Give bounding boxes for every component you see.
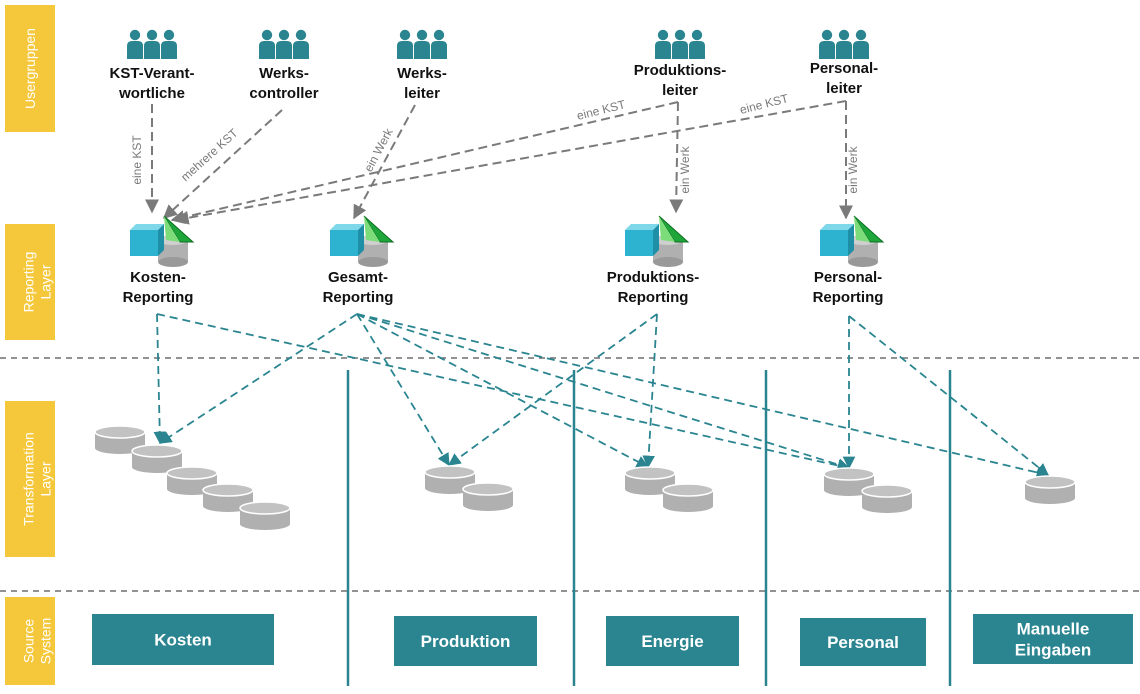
access-edge-pers-kosten xyxy=(174,100,847,225)
band-label-transformation: TransformationLayer xyxy=(21,432,54,526)
source-label-manuell-line: Eingaben xyxy=(1015,641,1092,660)
access-edge-label: mehrere KST xyxy=(178,126,241,185)
source-box-manuell xyxy=(973,614,1133,664)
access-edge-label: eine KST xyxy=(130,135,144,185)
data-edge-gesamt-kosten xyxy=(158,313,358,444)
data-edge-gesamt-personal xyxy=(356,313,851,471)
access-edge-wl-gesamt xyxy=(353,104,416,220)
data-edge-kosten-personal xyxy=(156,313,851,472)
user-group-wl-line: Werks- xyxy=(397,65,447,82)
database-cylinder-icon xyxy=(166,466,218,495)
user-group-wl-line: leiter xyxy=(404,85,440,102)
user-group-pl: Produktions-leiter xyxy=(634,62,727,99)
source-label-produktion: Produktion xyxy=(421,632,511,651)
source-label-personal: Personal xyxy=(827,633,899,652)
report-personal: Personal- Reporting xyxy=(813,269,884,306)
user-group-icon xyxy=(819,29,869,59)
user-group-icon xyxy=(127,29,177,59)
user-group-kst: KST-Verant-wortliche xyxy=(109,65,194,102)
report-personal-line: Reporting xyxy=(813,289,884,306)
report-cube-pyramid-icon xyxy=(625,215,690,267)
database-cylinder-icon xyxy=(624,466,676,495)
band-label-source-line: Source xyxy=(21,619,37,664)
band-label-reporting-line: Reporting xyxy=(21,252,37,313)
user-group-pl-line: Produktions- xyxy=(634,62,727,79)
database-cylinder-icon xyxy=(424,465,476,494)
access-edge-label: ein Werk xyxy=(678,145,692,193)
database-cylinder-icon xyxy=(462,482,514,511)
report-produktion-line: Reporting xyxy=(618,289,689,306)
source-box-personal xyxy=(800,618,926,666)
user-group-kst-line: wortliche xyxy=(118,85,185,102)
access-edge-pl-produktion xyxy=(669,101,684,214)
band-user xyxy=(5,5,55,132)
band-label-reporting: ReportingLayer xyxy=(21,252,54,313)
user-group-pers-line: Personal- xyxy=(810,60,878,77)
database-cylinder-icon xyxy=(239,501,291,530)
source-box-kosten xyxy=(92,614,274,665)
database-cylinder-icon xyxy=(662,483,714,512)
band-label-transformation-line: Transformation xyxy=(21,432,37,526)
band-reporting xyxy=(5,224,55,340)
source-label-kosten: Kosten xyxy=(154,631,212,650)
access-edge-label: ein Werk xyxy=(846,145,860,193)
database-cylinder-icon xyxy=(94,425,146,454)
access-edge-wc-kosten xyxy=(162,109,283,219)
source-label-produktion-line: Produktion xyxy=(421,632,511,651)
source-label-manuell-line: Manuelle xyxy=(1017,620,1090,639)
database-cylinder-icon xyxy=(823,467,875,496)
user-group-kst-line: KST-Verant- xyxy=(109,65,194,82)
database-cylinder-icon xyxy=(861,484,913,513)
band-label-source: SourceSystem xyxy=(21,618,54,665)
user-group-wc-line: Werks- xyxy=(259,65,309,82)
band-transformation xyxy=(5,401,55,557)
report-cube-pyramid-icon xyxy=(330,215,395,267)
user-group-wc-line: controller xyxy=(249,85,318,102)
database-cylinder-icon xyxy=(131,444,183,473)
source-label-kosten-line: Kosten xyxy=(154,631,212,650)
data-edge-gesamt-energie xyxy=(356,313,650,468)
data-edge-gesamt-manuell xyxy=(356,313,1050,479)
data-edge-personal-manuell xyxy=(848,315,1049,476)
report-gesamt: Gesamt- Reporting xyxy=(323,269,394,306)
user-group-pers-line: leiter xyxy=(826,80,862,97)
user-group-icon xyxy=(397,29,447,59)
data-edge-produktion-energie xyxy=(642,313,658,469)
user-group-pl-line: leiter xyxy=(662,82,698,99)
data-edge-produktion-produktion xyxy=(447,313,658,466)
band-source xyxy=(5,597,55,685)
band-label-reporting-line: Layer xyxy=(38,264,54,299)
user-group-pers: Personal-leiter xyxy=(810,60,878,97)
data-edge-gesamt-produktion xyxy=(356,313,450,467)
source-box-energie xyxy=(606,616,739,666)
access-edge-pl-kosten xyxy=(170,101,679,224)
report-gesamt-line: Reporting xyxy=(323,289,394,306)
source-label-energie-line: Energie xyxy=(641,632,703,651)
report-kosten-line: Kosten- xyxy=(130,269,186,286)
user-group-wc: Werks-controller xyxy=(249,65,318,102)
band-label-transformation-line: Layer xyxy=(38,461,54,496)
band-label-user: Usergruppen xyxy=(22,28,38,109)
source-box-produktion xyxy=(394,616,537,666)
report-personal-line: Personal- xyxy=(814,269,882,286)
data-edge-kosten-kosten xyxy=(153,313,167,445)
report-cube-pyramid-icon xyxy=(130,215,195,267)
user-group-icon xyxy=(259,29,309,59)
user-group-wl: Werks-leiter xyxy=(397,65,447,102)
user-group-icon xyxy=(655,29,705,59)
report-produktion-line: Produktions- xyxy=(607,269,700,286)
band-label-source-line: System xyxy=(38,618,54,665)
source-label-personal-line: Personal xyxy=(827,633,899,652)
report-produktion: Produktions- Reporting xyxy=(607,269,700,306)
report-kosten-line: Reporting xyxy=(123,289,194,306)
band-label-user-line: Usergruppen xyxy=(22,28,38,109)
source-label-energie: Energie xyxy=(641,632,703,651)
database-cylinder-icon xyxy=(1024,475,1076,504)
report-gesamt-line: Gesamt- xyxy=(328,269,388,286)
report-cube-pyramid-icon xyxy=(820,215,885,267)
report-kosten: Kosten- Reporting xyxy=(123,269,194,306)
